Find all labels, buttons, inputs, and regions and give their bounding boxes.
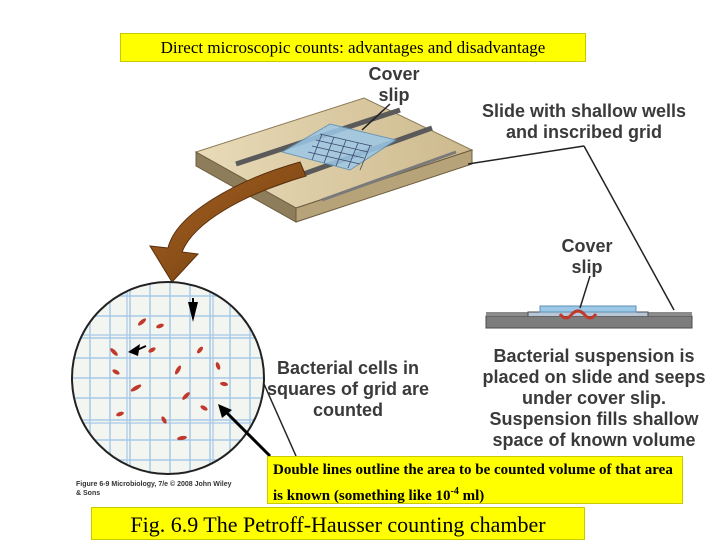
- caption-text: Fig. 6.9 The Petroff-Hausser counting ch…: [130, 512, 546, 537]
- bacteria-cells: [110, 318, 228, 441]
- note-text-before: Double lines outline the area to be coun…: [273, 462, 673, 504]
- leader-line-slide: [583, 145, 675, 311]
- label-suspension: Bacterial suspension is placed on slide …: [482, 346, 706, 450]
- label-bacterial-cells: Bacterial cells in squares of grid are c…: [266, 358, 430, 420]
- chamber-cross-section: [485, 305, 693, 329]
- pointer-arrow-icon: [128, 298, 272, 458]
- leader-line-cover: [579, 275, 591, 309]
- note-text-after: ml): [458, 488, 485, 504]
- label-cover-slip-top: Cover slip: [368, 64, 420, 105]
- label-slide-wells: Slide with shallow wells and inscribed g…: [481, 101, 687, 142]
- slide-with-wells: [194, 97, 474, 223]
- title-text: Direct microscopic counts: advantages an…: [160, 38, 546, 57]
- leader-line-cover-top: [361, 103, 391, 131]
- leader-line-bacteria: [263, 383, 297, 457]
- leader-line-slide-2: [467, 145, 585, 165]
- magnified-grid-view: [71, 281, 265, 475]
- figure-credit: Figure 6-9 Microbiology, 7/e © 2008 John…: [76, 481, 232, 497]
- note-banner: Double lines outline the area to be coun…: [267, 456, 683, 504]
- note-exponent: -4: [450, 486, 459, 497]
- title-banner: Direct microscopic counts: advantages an…: [120, 33, 586, 62]
- label-cover-slip-right: Cover slip: [561, 236, 613, 277]
- caption-banner: Fig. 6.9 The Petroff-Hausser counting ch…: [91, 507, 585, 540]
